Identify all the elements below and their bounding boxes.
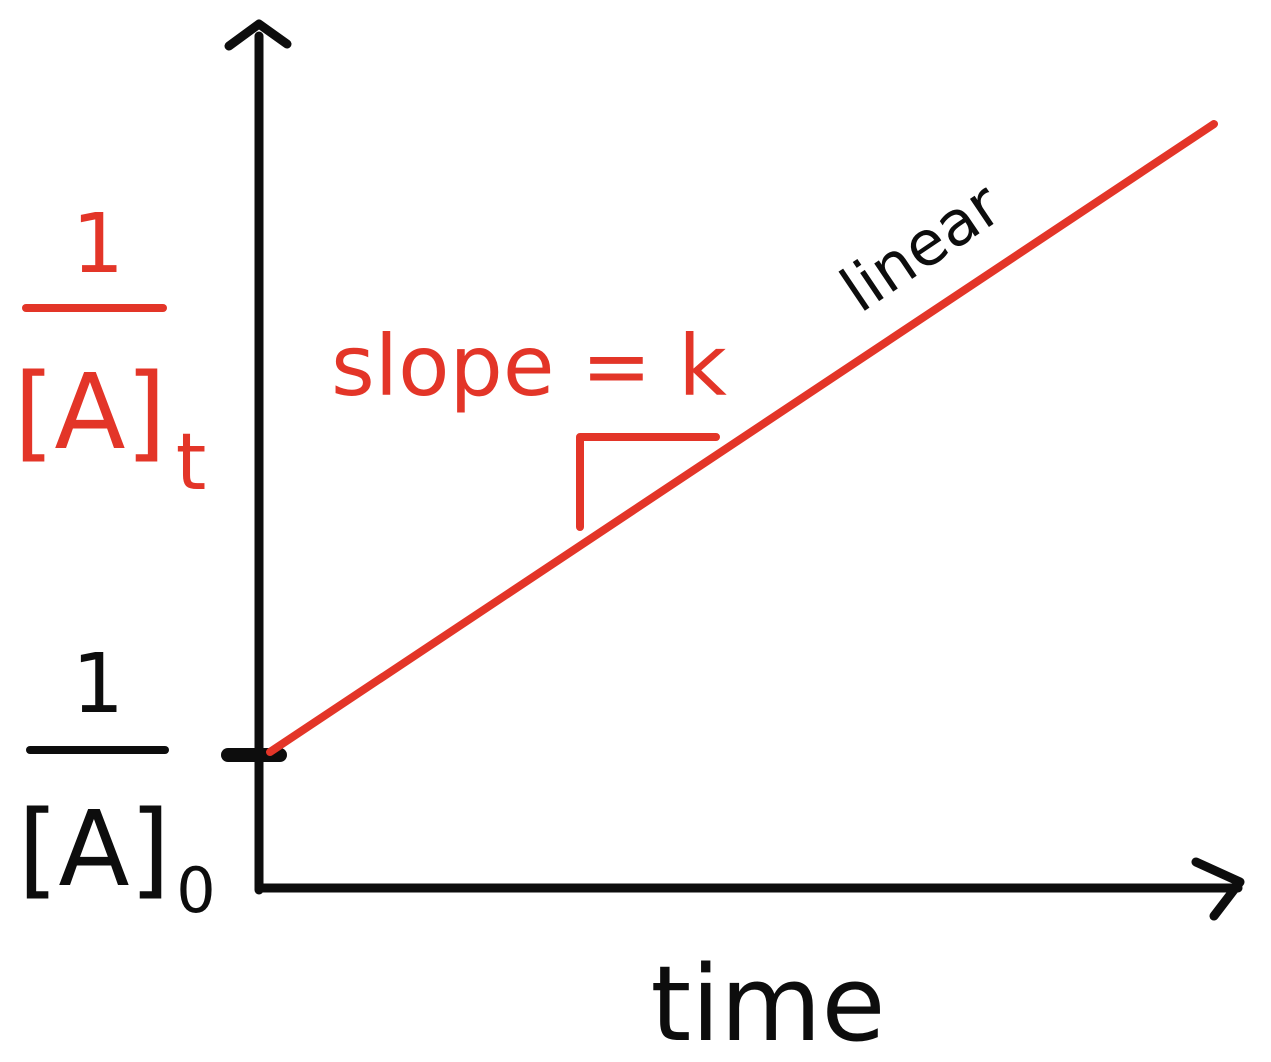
intercept-subscript: 0: [176, 854, 215, 927]
xlabel: time: [651, 943, 886, 1062]
data-line: [266, 120, 1218, 756]
intercept-numerator: 1: [72, 637, 124, 732]
x-axis-arrowhead: [1191, 857, 1245, 921]
y-axis-arrowhead: [224, 19, 292, 51]
intercept-denominator: [A]: [18, 788, 170, 910]
slope-label: slope = k: [331, 317, 727, 415]
line-note-linear: linear: [828, 168, 1015, 327]
ylabel-denominator: [A]: [14, 351, 166, 473]
ylabel-numerator: 1: [72, 197, 124, 292]
slope-triangle: [576, 433, 720, 531]
ylabel-subscript: t: [176, 418, 207, 508]
